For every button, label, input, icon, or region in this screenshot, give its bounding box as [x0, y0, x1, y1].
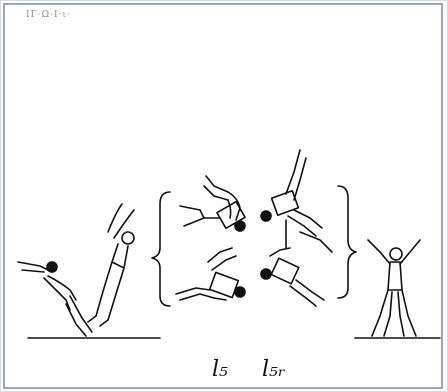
brace-right	[338, 186, 356, 298]
figure-standing-arms-up	[368, 240, 420, 336]
figure-rotation-top-left	[180, 176, 245, 231]
brace-left	[152, 192, 170, 306]
figure-rotation-bottom-left	[176, 248, 245, 300]
label-right: l₅ᵣ	[262, 357, 286, 382]
figure-rotation-bottom-right	[261, 232, 332, 306]
figure-rotation-top-right	[261, 150, 322, 236]
figure-leaning	[88, 204, 134, 326]
figure-falling	[18, 262, 92, 336]
label-left: l₅	[212, 357, 228, 382]
